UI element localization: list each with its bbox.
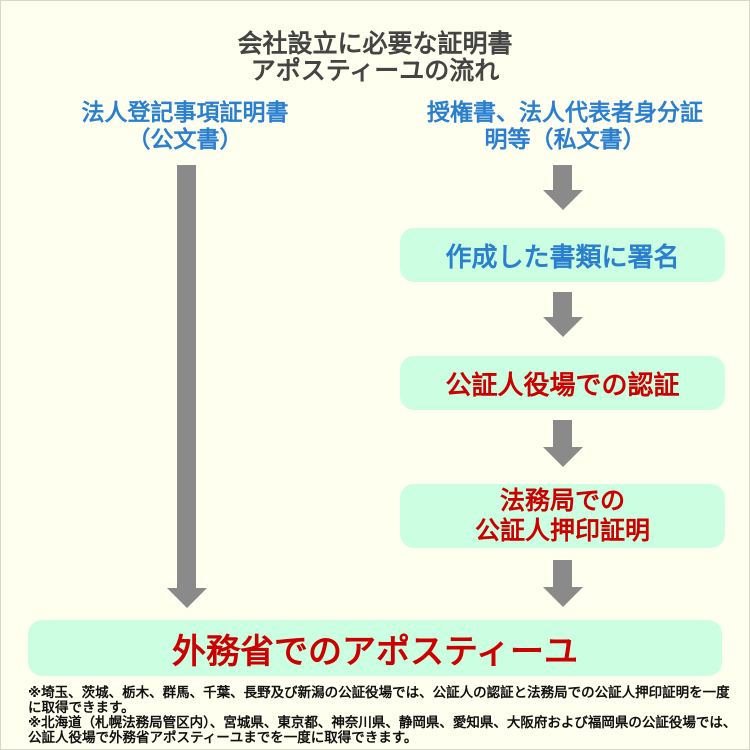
right-heading-line-1: 授権書、法人代表者身分証 <box>427 100 703 126</box>
footnote: ※北海道（札幌法務局管区内）、宮城県、東京都、神奈川県、静岡県、愛知県、大阪府お… <box>28 715 737 746</box>
step-label-line-2: 公証人押印証明 <box>474 516 650 545</box>
final-step-label: 外務省でのアポスティーユ <box>172 631 578 672</box>
right-column-heading: 授権書、法人代表者身分証 明等（私文書） <box>390 100 740 154</box>
step-legal-affairs-bureau: 法務局での 公証人押印証明 <box>400 484 725 548</box>
final-step-apostille: 外務省でのアポスティーユ <box>28 620 722 676</box>
step-sign-documents: 作成した書類に署名 <box>400 228 725 282</box>
step-notary-certification: 公証人役場での認証 <box>400 356 725 410</box>
step-label-line-1: 法務局での <box>499 486 625 515</box>
footnotes: ※埼玉、茨城、栃木、群馬、千葉、長野及び新潟の公証役場では、公証人の認証と法務局… <box>28 686 738 746</box>
right-heading-line-2: 明等（私文書） <box>484 127 646 153</box>
step-label: 作成した書類に署名 <box>445 242 680 273</box>
footnote: ※埼玉、茨城、栃木、群馬、千葉、長野及び新潟の公証役場では、公証人の認証と法務局… <box>28 685 730 716</box>
left-heading-line-1: 法人登記事項証明書 <box>81 100 289 126</box>
step-label: 公証人役場での認証 <box>445 370 680 401</box>
left-column-heading: 法人登記事項証明書 （公文書） <box>35 100 335 154</box>
title-line-1: 会社設立に必要な証明書 <box>237 29 513 58</box>
left-heading-line-2: （公文書） <box>127 127 243 153</box>
title-line-2: アポスティーユの流れ <box>250 56 500 85</box>
page-title: 会社設立に必要な証明書 アポスティーユの流れ <box>0 30 750 84</box>
